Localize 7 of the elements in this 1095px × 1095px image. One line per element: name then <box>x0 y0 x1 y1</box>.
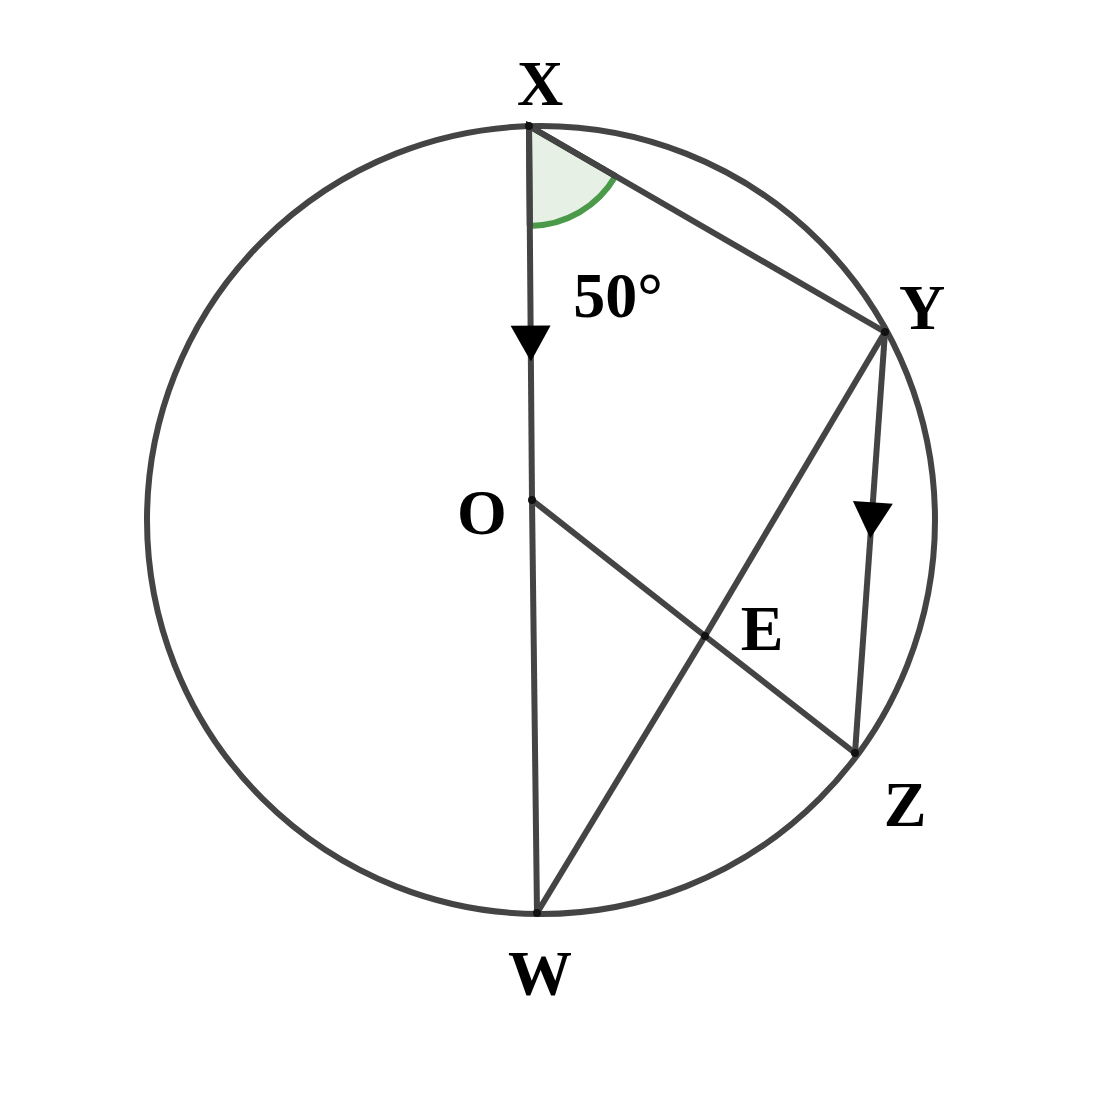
point-label: O <box>457 481 507 545</box>
point-label: Y <box>898 276 946 340</box>
point-label: E <box>740 597 784 661</box>
point-label: Z <box>883 773 927 837</box>
point-label: X <box>516 52 564 116</box>
point-label: W <box>508 942 572 1006</box>
angle-label: 50° <box>573 264 663 328</box>
